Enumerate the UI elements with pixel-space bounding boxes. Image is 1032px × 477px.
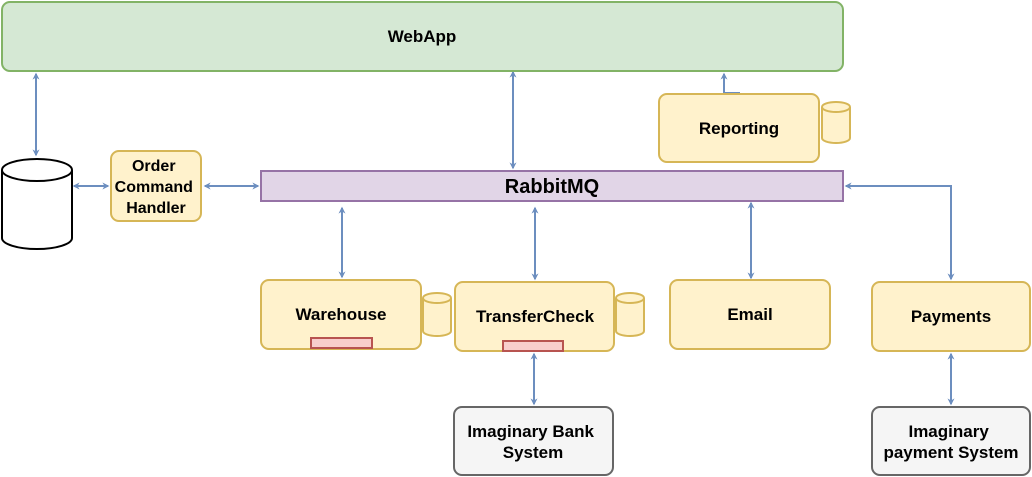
warehouse-queue-icon: [310, 337, 373, 349]
imaginary-payment-system-box: [871, 406, 1031, 476]
webapp-node: WebApp: [1, 1, 844, 72]
reporting-box: [658, 93, 820, 163]
imaginary-bank-system-box: [453, 406, 614, 476]
order-command-handler-label: Order Command Handler: [115, 158, 198, 217]
edge-reporting-webapp: [720, 72, 740, 94]
webapp-box: [1, 1, 844, 72]
transfercheck-label: TransferCheck: [476, 307, 595, 326]
imaginary-bank-system-label: Imaginary Bank System: [467, 422, 598, 462]
warehouse-label: Warehouse: [295, 305, 386, 324]
reporting-label: Reporting: [699, 119, 779, 138]
imaginary-payment-line-1: Imaginary: [908, 422, 989, 441]
order-command-handler-line-2: Command: [115, 179, 193, 196]
imaginary-bank-system-node: Imaginary Bank System: [453, 406, 614, 476]
payments-node: Payments: [871, 281, 1031, 352]
transfercheck-node: TransferCheck: [454, 281, 645, 352]
imaginary-payment-system-node: Imaginary payment System: [871, 406, 1031, 476]
email-label: Email: [727, 305, 772, 324]
database-icon: [0, 158, 73, 250]
email-node: Email: [669, 279, 831, 350]
warehouse-node: Warehouse: [260, 279, 452, 350]
transfercheck-queue-icon: [502, 340, 564, 352]
rabbitmq-box: [260, 170, 844, 202]
rabbitmq-node: RabbitMQ: [260, 170, 844, 202]
rabbitmq-label: RabbitMQ: [505, 176, 599, 198]
webapp-label: WebApp: [388, 27, 457, 46]
warehouse-database-icon: [422, 292, 452, 337]
imaginary-payment-system-label: Imaginary payment System: [883, 422, 1018, 462]
order-command-handler-line-1: Order: [132, 158, 176, 175]
imaginary-bank-line-2: System: [503, 443, 563, 462]
imaginary-bank-line-1: Imaginary Bank: [467, 422, 594, 441]
edge-rabbitmq-payments: [844, 182, 955, 281]
reporting-database-icon: [821, 101, 851, 144]
reporting-node: Reporting: [658, 93, 851, 163]
order-command-handler-line-3: Handler: [126, 200, 186, 217]
payments-label: Payments: [911, 307, 991, 326]
email-box: [669, 279, 831, 350]
payments-box: [871, 281, 1031, 352]
imaginary-payment-line-2: payment System: [883, 443, 1018, 462]
order-command-handler-box: [110, 150, 202, 222]
order-command-handler-node: Order Command Handler: [110, 150, 202, 222]
transfercheck-database-icon: [615, 292, 645, 337]
